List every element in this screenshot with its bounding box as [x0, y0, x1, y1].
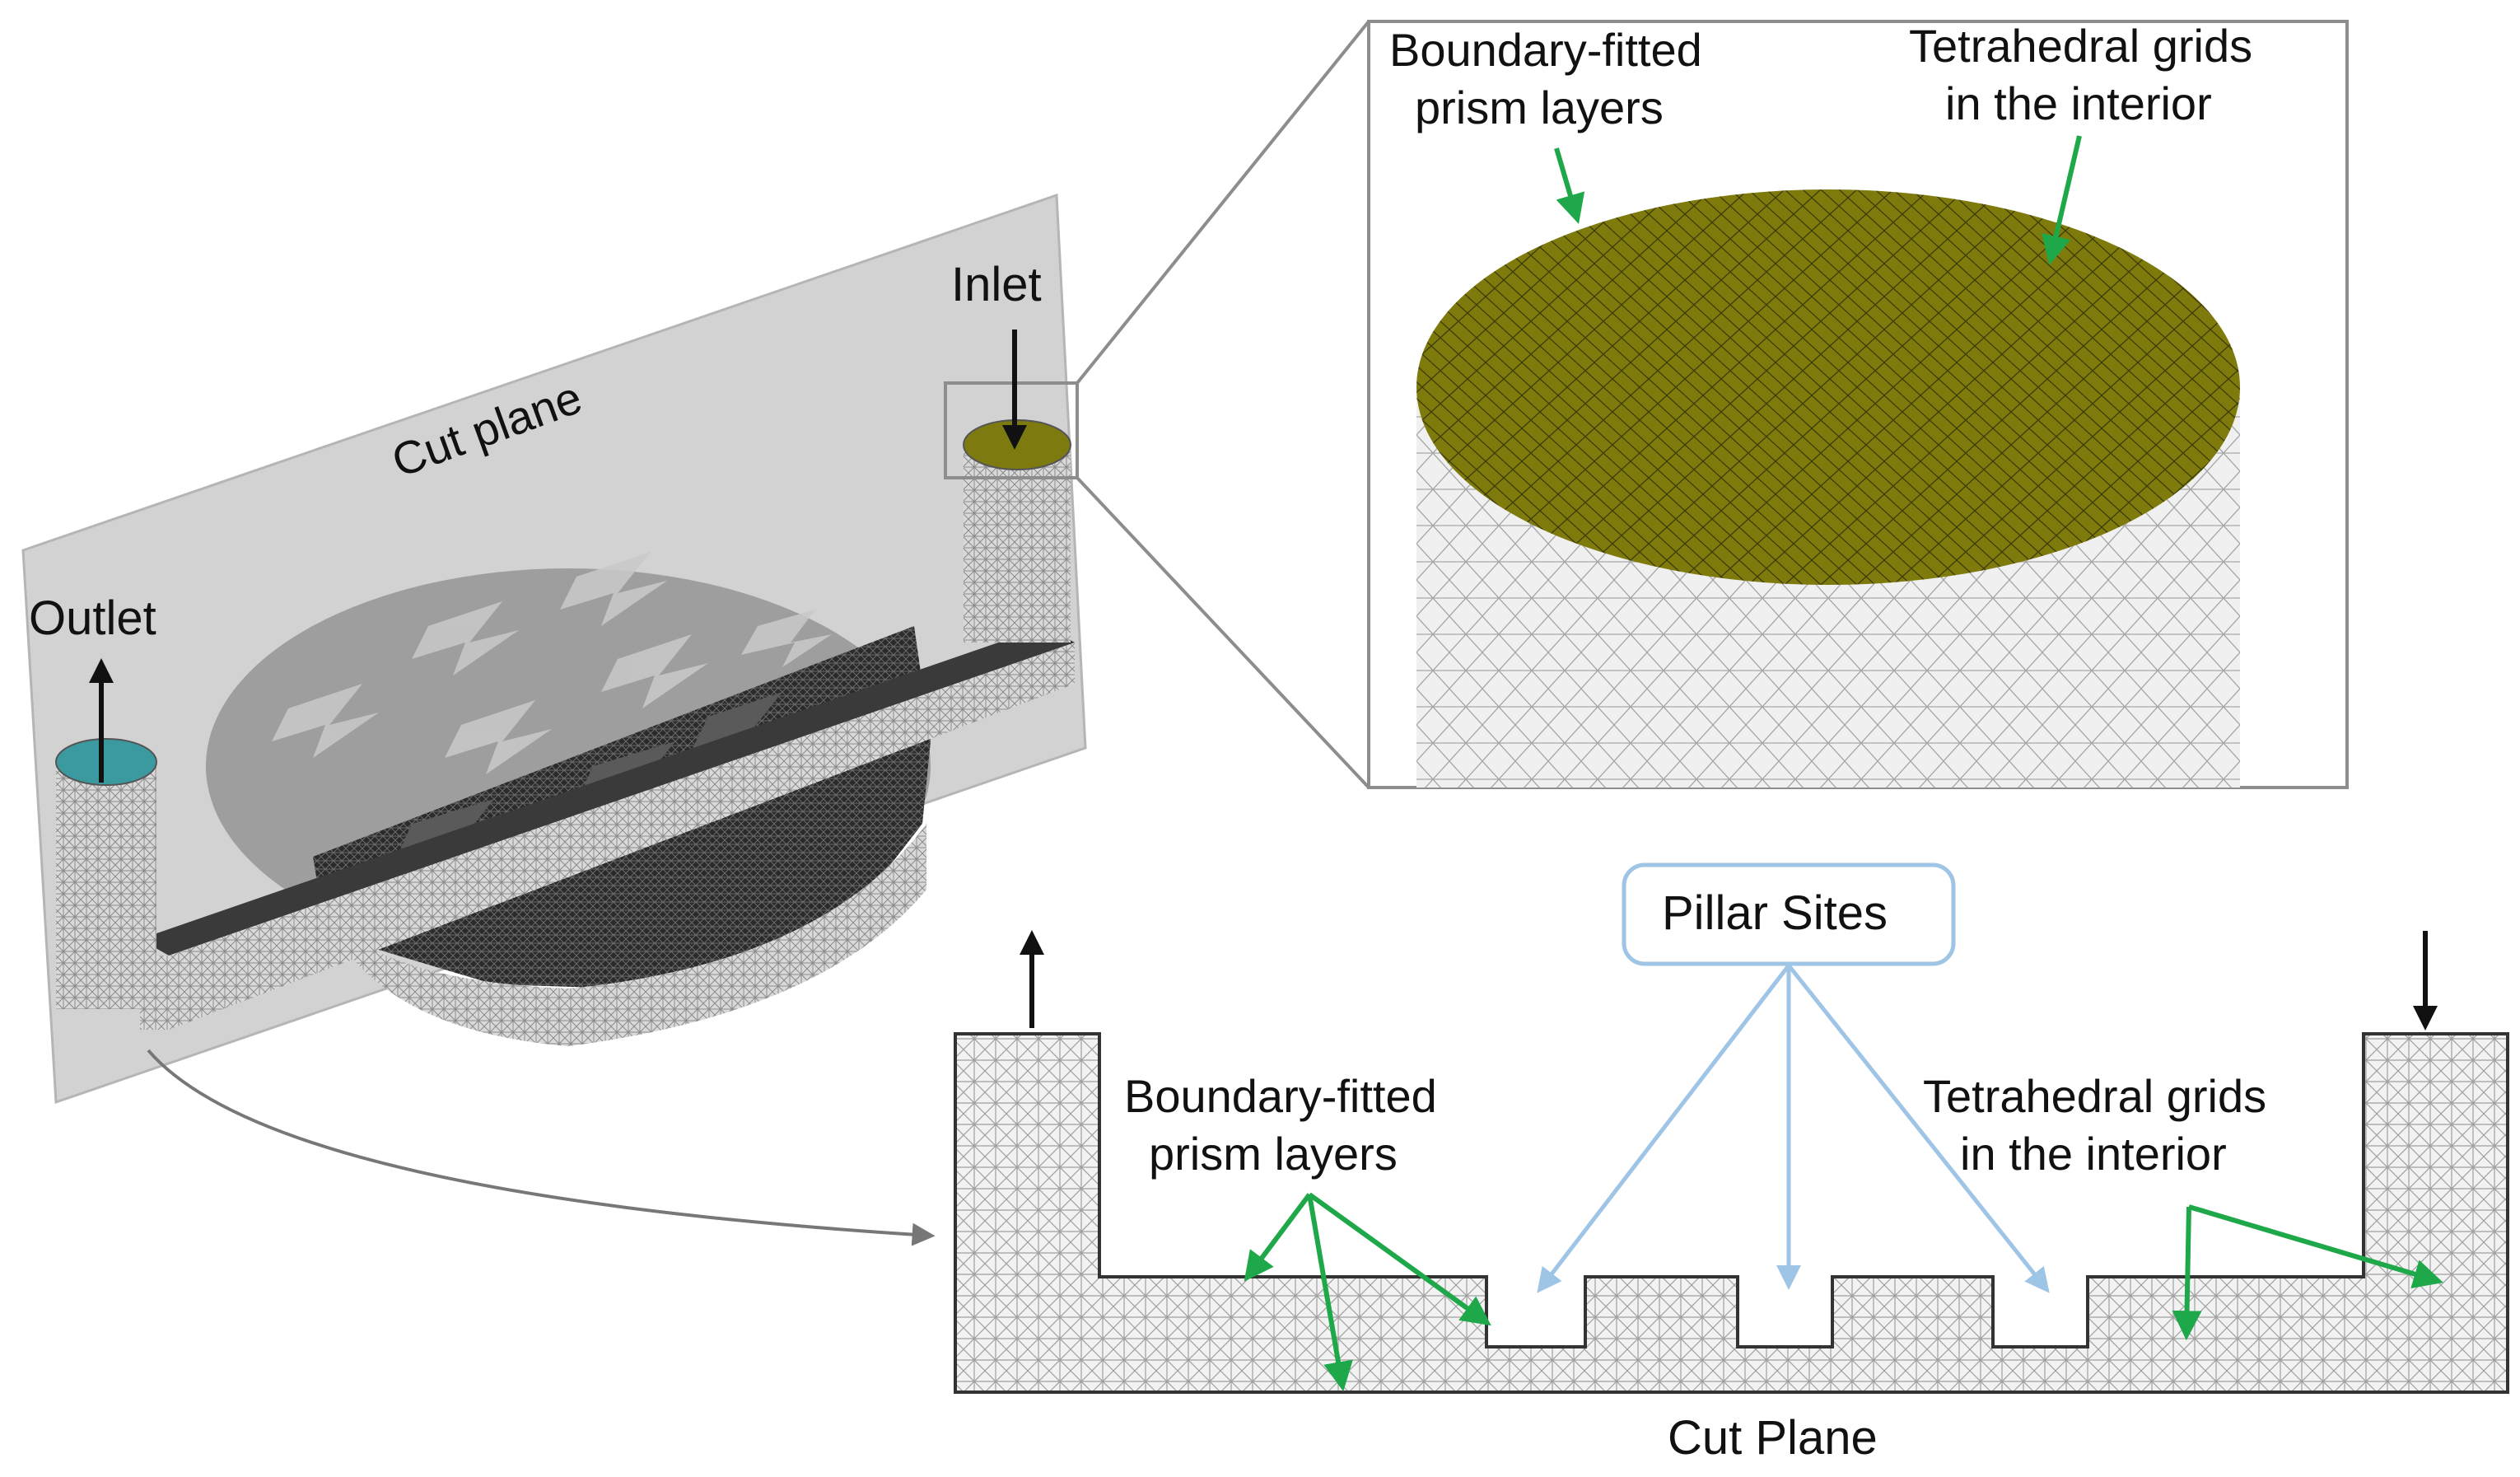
inlet-column: [964, 445, 1071, 643]
pillar-sites-label: Pillar Sites: [1662, 886, 1888, 940]
inlet-label: Inlet: [951, 258, 1042, 311]
zoom-prism-pointer: [1554, 147, 1585, 224]
section-tetra-pointers: [2172, 1204, 2443, 1341]
outlet-label: Outlet: [29, 591, 156, 645]
section-tetra-label-line2: in the interior: [1960, 1128, 2227, 1180]
zoom-cylinder-top: [1416, 189, 2240, 585]
zoom-connectors: [1076, 20, 1370, 789]
pillar-sites-box: [1622, 862, 1956, 966]
outlet-column: [56, 762, 156, 1009]
channel-front-face: [169, 643, 1075, 1030]
pillar-shapes-back: [272, 552, 832, 774]
device-3d-view: Cut plane Inlet Outlet: [21, 193, 1087, 1105]
cut-plane-pointer: [147, 1049, 936, 1246]
zoom-tetra-label-line1: Tetrahedral grids: [1909, 20, 2252, 72]
pillar-site-pointers: [1537, 964, 2050, 1293]
zoom-prism-label-line2: prism layers: [1415, 82, 1664, 133]
cross-section-panel: Pillar Sites Boundary-fitted prism layer…: [954, 862, 2509, 1465]
outlet-face: [55, 738, 157, 786]
zoom-prism-label-line1: Boundary-fitted: [1389, 24, 1702, 76]
section-tetra-label-line1: Tetrahedral grids: [1923, 1070, 2266, 1122]
chamber-side-wall: [321, 824, 926, 1046]
outlet-channel-top: [140, 626, 1075, 956]
inlet-zoom-box: [944, 381, 1079, 479]
section-prism-label-line2: prism layers: [1149, 1128, 1398, 1180]
inlet-zoom-panel: Boundary-fitted prism layers Tetrahedral…: [1367, 20, 2349, 789]
section-prism-pointers: [1244, 1192, 1491, 1392]
zoom-tetra-pointer: [2042, 135, 2082, 266]
section-prism-label-line1: Boundary-fitted: [1124, 1070, 1437, 1122]
zoom-tetra-label-line2: in the interior: [1945, 77, 2212, 129]
section-cut-plane-label: Cut Plane: [1668, 1411, 1878, 1465]
